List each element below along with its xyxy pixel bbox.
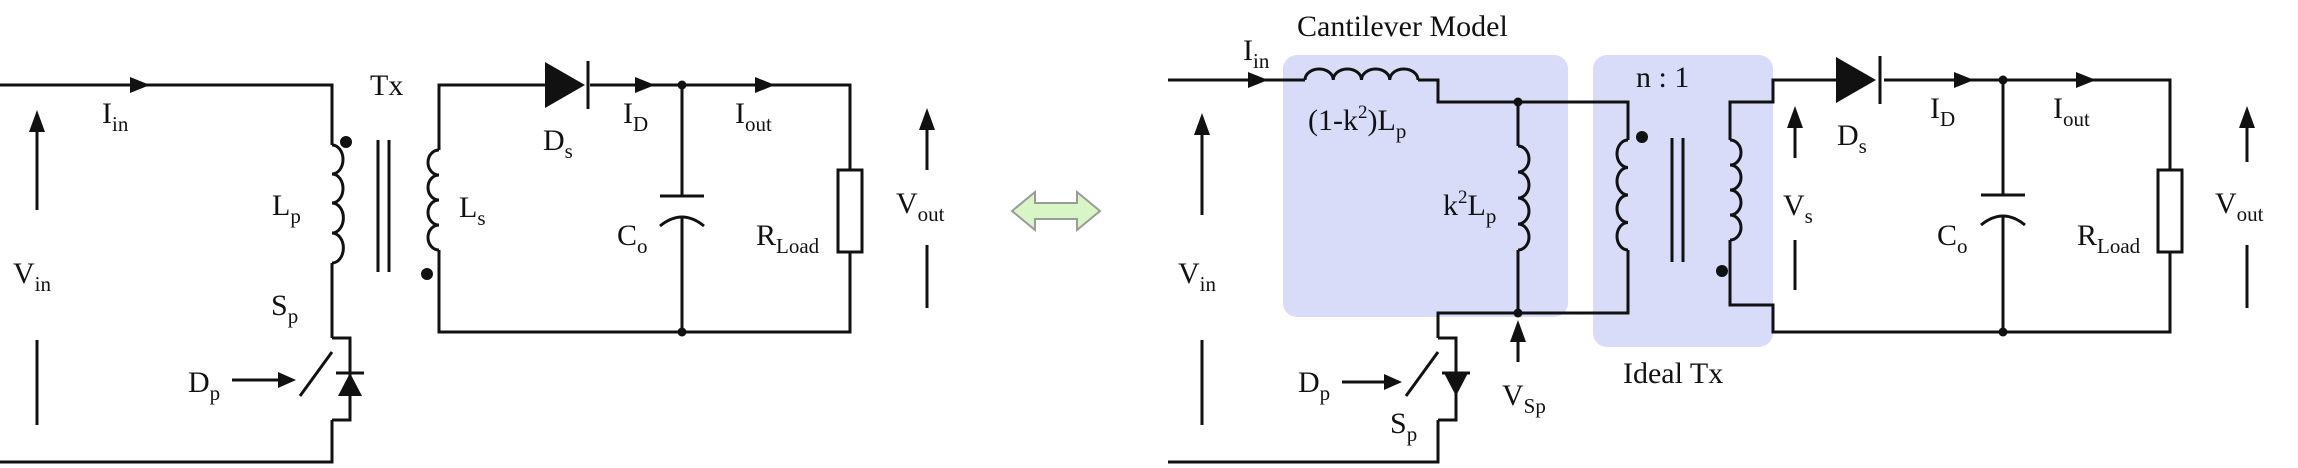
- right-vout-arrowhead: [2239, 106, 2255, 128]
- right-vin-label: Vin: [1178, 257, 1217, 296]
- left-secondary-diode: [545, 61, 590, 109]
- right-junction-dot: [1998, 75, 2008, 85]
- left-id-arrow: [635, 77, 655, 93]
- right-iout-label: Iout: [2053, 92, 2090, 131]
- right-co-label: Co: [1937, 219, 1968, 258]
- left-iin-arrow: [130, 77, 150, 93]
- left-iout-arrow: [755, 77, 775, 93]
- left-lp-label: Lp: [272, 189, 301, 228]
- left-iin-label: Iin: [102, 97, 129, 136]
- right-junction-dot: [1513, 97, 1523, 107]
- right-load-resistor: [2156, 168, 2184, 254]
- left-circuit: Tx Iin Vin Lp Sp Dp Ls Ds ID Iout Co RLo…: [0, 61, 945, 464]
- right-output-top-wire: [1884, 78, 2172, 170]
- right-primary-switch: [1404, 332, 1470, 425]
- right-primary-bottom-wire: [1436, 250, 1630, 332]
- right-ideal-secondary-winding: [1729, 138, 1743, 242]
- right-ideal-primary-winding: [1615, 138, 1629, 252]
- right-junction-dot: [1998, 327, 2008, 337]
- right-rload-label: RLoad: [2077, 219, 2141, 258]
- right-primary-top-wire: [1418, 78, 1630, 140]
- left-input-top-wire: [0, 83, 334, 145]
- right-vs-label: Vs: [1783, 189, 1813, 228]
- right-vsp-arrowhead: [1510, 320, 1526, 342]
- right-secondary-top-wire: [1728, 78, 1836, 140]
- left-output-top-wire: [590, 83, 852, 170]
- left-primary-polarity-dot: [340, 136, 352, 148]
- left-rload-label: RLoad: [756, 219, 820, 258]
- right-output-capacitor: [1980, 193, 2026, 227]
- left-secondary-polarity-dot: [421, 268, 433, 280]
- right-iout-arrow: [2076, 72, 2096, 88]
- left-ds-label: Ds: [543, 124, 573, 163]
- right-secondary-diode: [1836, 56, 1882, 104]
- left-transformer-label: Tx: [370, 69, 403, 102]
- left-junction-dot: [677, 327, 687, 337]
- left-id-label: ID: [623, 97, 648, 136]
- left-vout-arrowhead: [919, 108, 935, 130]
- left-sp-label: Sp: [271, 289, 298, 328]
- left-transformer-core: [376, 140, 391, 272]
- left-vin-arrowhead: [29, 110, 45, 132]
- cantilever-model-box: [1283, 55, 1568, 317]
- right-leakage-inductor: [1303, 67, 1420, 81]
- left-vout-label: Vout: [896, 187, 945, 226]
- right-dp-label: Dp: [1298, 366, 1330, 405]
- left-input-bottom-wire: [0, 425, 334, 464]
- left-dp-label: Dp: [188, 366, 220, 405]
- right-ds-label: Ds: [1837, 119, 1867, 158]
- right-iin-arrow: [1248, 72, 1268, 88]
- right-transformer-core: [1670, 138, 1685, 262]
- left-primary-inductor: [331, 143, 345, 265]
- cantilever-model-label: Cantilever Model: [1297, 10, 1508, 43]
- right-sp-label: Sp: [1390, 407, 1417, 446]
- right-primary-polarity-dot: [1636, 131, 1648, 143]
- equivalence-double-arrow: [1010, 189, 1102, 233]
- right-iin-label: Iin: [1243, 34, 1270, 73]
- right-output-bottom-wire: [1728, 252, 2172, 334]
- left-vin-label: Vin: [13, 257, 52, 296]
- right-circuit: Cantilever Model n : 1 Ideal Tx Iin Vin …: [1168, 10, 2264, 464]
- left-ls-label: Ls: [459, 191, 486, 230]
- ideal-transformer-label: Ideal Tx: [1623, 357, 1723, 390]
- left-secondary-top-wire: [437, 83, 545, 150]
- left-output-bottom-wire: [437, 250, 852, 334]
- right-leakage-label: (1-k2)Lp: [1308, 102, 1406, 143]
- left-load-resistor: [836, 168, 864, 254]
- left-gate-arrowhead: [278, 372, 296, 388]
- right-id-arrow: [1954, 72, 1974, 88]
- right-input-bottom-wire: [1168, 425, 1440, 464]
- left-output-capacitor: [659, 194, 705, 228]
- right-vin-arrowhead: [1194, 113, 1210, 135]
- left-iout-label: Iout: [735, 97, 772, 136]
- left-secondary-inductor: [426, 148, 440, 252]
- turns-ratio-label: n : 1: [1636, 61, 1689, 94]
- left-junction-dot: [677, 80, 687, 90]
- right-junction-dot: [1513, 308, 1523, 318]
- right-id-label: ID: [1930, 92, 1955, 131]
- right-magnetizing-inductor: [1517, 144, 1531, 252]
- right-vout-label: Vout: [2215, 187, 2264, 226]
- right-secondary-polarity-dot: [1716, 265, 1728, 277]
- right-gate-arrowhead: [1384, 374, 1402, 390]
- right-vsp-label: VSp: [1502, 379, 1546, 418]
- left-co-label: Co: [617, 219, 648, 258]
- left-primary-switch: [298, 332, 364, 425]
- right-magnetizing-label: k2Lp: [1443, 187, 1496, 228]
- right-vs-arrowhead: [1787, 106, 1803, 128]
